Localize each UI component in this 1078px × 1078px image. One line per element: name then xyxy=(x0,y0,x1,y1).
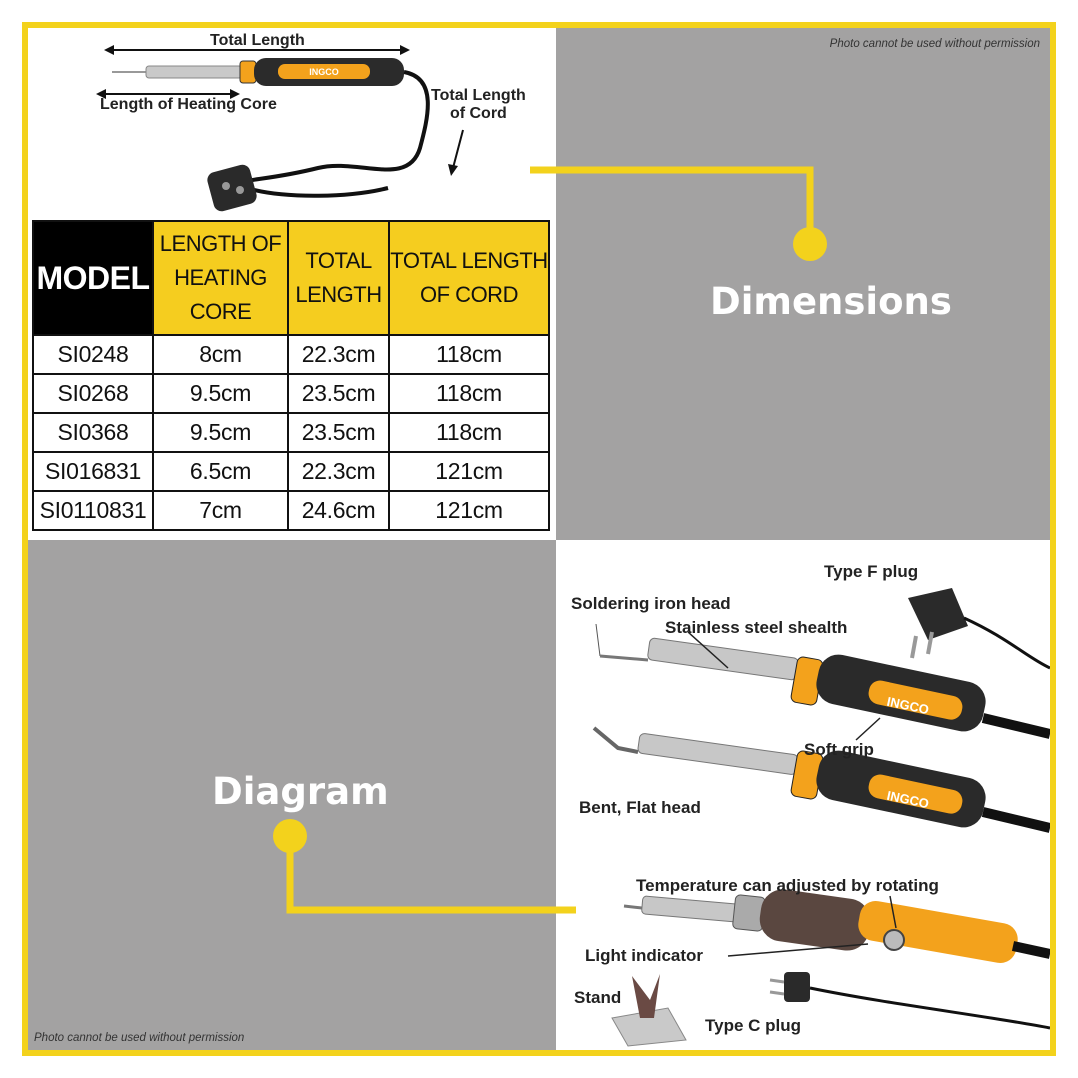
header-total-length-line1: TOTAL xyxy=(305,248,372,273)
total-length-callout: Total Length xyxy=(210,32,305,49)
cell-model: SI016831 xyxy=(32,451,154,492)
stand-illustration xyxy=(611,974,687,1047)
temperature-callout: Temperature can adjusted by rotating xyxy=(636,876,939,895)
cell-model: SI0110831 xyxy=(32,490,154,531)
dimensions-heading: Dimensions xyxy=(710,280,952,323)
iron-head-callout: Soldering iron head xyxy=(571,594,731,613)
cell-core: 9.5cm xyxy=(152,412,289,453)
cell-total: 22.3cm xyxy=(287,451,390,492)
table-row: SI0268 9.5cm 23.5cm 118cm xyxy=(32,373,550,414)
diagram-connector xyxy=(273,819,576,914)
header-heating-core: LENGTH OF HEATING CORE xyxy=(152,220,289,336)
cell-core: 8cm xyxy=(152,334,289,375)
cord-length-callout: Total Length of Cord xyxy=(431,87,526,123)
cell-cord: 121cm xyxy=(388,451,550,492)
cell-core: 7cm xyxy=(152,490,289,531)
table-row: SI0110831 7cm 24.6cm 121cm xyxy=(32,490,550,531)
iron-bent-illustration: INGCO xyxy=(592,726,1050,833)
cell-cord: 118cm xyxy=(388,373,550,414)
type-c-plug-callout: Type C plug xyxy=(705,1016,802,1035)
cell-cord: 121cm xyxy=(388,490,550,531)
cell-core: 9.5cm xyxy=(152,373,289,414)
header-total-length: TOTAL LENGTH xyxy=(287,220,390,336)
light-indicator-callout: Light indicator xyxy=(585,946,704,965)
table-row: SI0248 8cm 22.3cm 118cm xyxy=(32,334,550,375)
cell-model: SI0248 xyxy=(32,334,154,375)
cell-cord: 118cm xyxy=(388,334,550,375)
header-cord-length: TOTAL LENGTH OF CORD xyxy=(388,220,550,336)
cell-total: 24.6cm xyxy=(287,490,390,531)
diagram-heading: Diagram xyxy=(212,770,389,813)
dimension-table: MODEL LENGTH OF HEATING CORE TOTAL LENGT… xyxy=(32,220,550,531)
diagram-title-panel xyxy=(28,540,556,1050)
table-header-row: MODEL LENGTH OF HEATING CORE TOTAL LENGT… xyxy=(32,220,550,336)
type-c-plug-illustration xyxy=(769,972,1050,1030)
permission-notice-top: Photo cannot be used without permission xyxy=(829,38,1040,50)
permission-notice-bottom: Photo cannot be used without permission xyxy=(34,1032,245,1044)
header-heating-core-line1: LENGTH OF xyxy=(159,231,282,256)
cell-total: 23.5cm xyxy=(287,373,390,414)
cord-length-callout-line1: Total Length xyxy=(431,87,526,104)
type-f-plug-illustration xyxy=(908,588,1050,670)
header-heating-core-line3: CORE xyxy=(189,299,252,324)
heating-core-callout: Length of Heating Core xyxy=(100,96,277,113)
cell-cord: 118cm xyxy=(388,412,550,453)
cell-core: 6.5cm xyxy=(152,451,289,492)
cord-length-callout-line2: of Cord xyxy=(449,105,507,122)
table-row: SI016831 6.5cm 22.3cm 121cm xyxy=(32,451,550,492)
table-row: SI0368 9.5cm 23.5cm 118cm xyxy=(32,412,550,453)
iron-straight-illustration: INGCO xyxy=(595,623,1050,741)
dimensions-connector xyxy=(530,166,827,261)
cell-total: 22.3cm xyxy=(287,334,390,375)
iron-dimension-illustration: INGCO xyxy=(96,45,464,212)
cell-total: 23.5cm xyxy=(287,412,390,453)
header-heating-core-line2: HEATING xyxy=(174,265,267,290)
sheath-callout: Stainless steel shealth xyxy=(665,618,848,637)
header-model: MODEL xyxy=(32,220,154,336)
stand-callout: Stand xyxy=(574,988,622,1007)
svg-text:INGCO: INGCO xyxy=(309,67,339,77)
header-total-length-line2: LENGTH xyxy=(295,282,382,307)
iron-adjustable-illustration xyxy=(623,889,1050,964)
cell-model: SI0268 xyxy=(32,373,154,414)
illustration-layer: INGCO INGCO ING xyxy=(96,45,1050,1047)
cell-model: SI0368 xyxy=(32,412,154,453)
product-info-card: Photo cannot be used without permission … xyxy=(22,22,1056,1056)
header-cord-length-line1: TOTAL LENGTH xyxy=(390,248,548,273)
header-cord-length-line2: OF CORD xyxy=(420,282,518,307)
dimensions-title-panel xyxy=(556,28,1050,540)
bent-head-callout: Bent, Flat head xyxy=(579,798,701,817)
type-f-plug-callout: Type F plug xyxy=(824,562,919,581)
soft-grip-callout: Soft grip xyxy=(804,740,874,759)
